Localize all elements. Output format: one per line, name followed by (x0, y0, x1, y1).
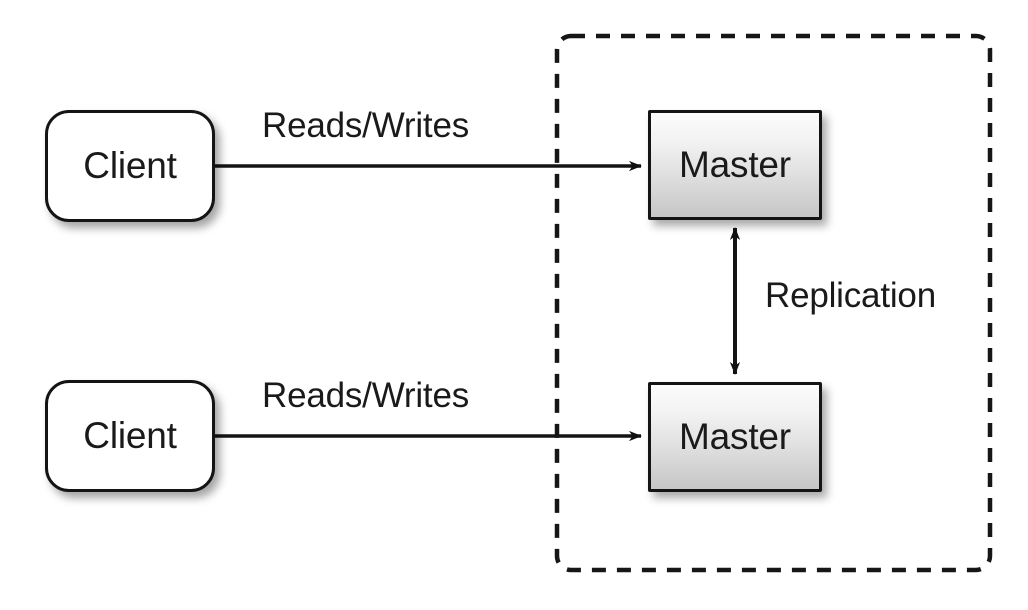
edge-label-replication: Replication (765, 276, 936, 315)
edge-label-reads-writes-top: Reads/Writes (262, 106, 470, 145)
node-client-top-label: Client (83, 144, 177, 186)
node-master-top[interactable]: Master (648, 110, 822, 220)
node-client-bottom[interactable]: Client (45, 380, 215, 492)
node-master-bottom-label: Master (679, 415, 791, 457)
node-master-top-label: Master (679, 143, 791, 185)
node-client-top[interactable]: Client (45, 110, 215, 222)
edge-label-reads-writes-bottom: Reads/Writes (262, 376, 470, 415)
node-client-bottom-label: Client (83, 414, 177, 456)
cluster-boundary (554, 33, 993, 573)
node-master-bottom[interactable]: Master (648, 382, 822, 492)
